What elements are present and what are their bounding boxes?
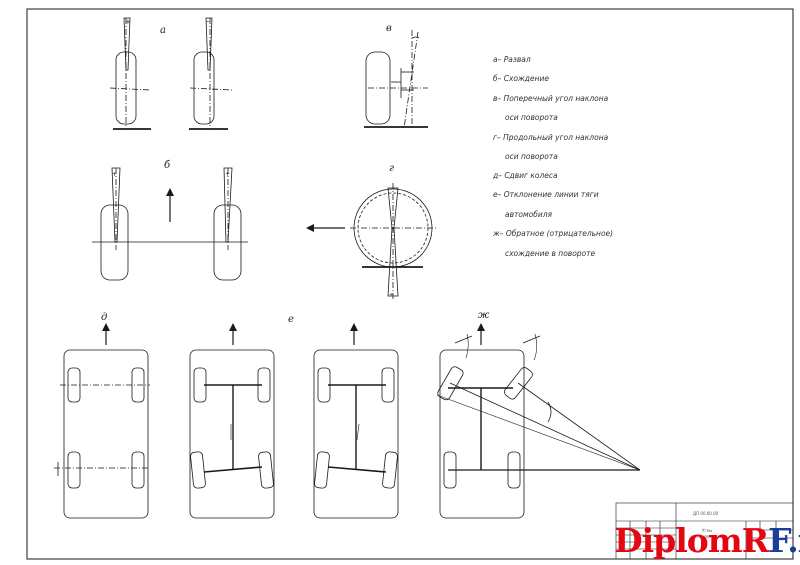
legend-item: автомобиля xyxy=(505,210,553,219)
watermark-logo: DiplomRF.ru xyxy=(614,522,800,560)
label-camber: а xyxy=(160,25,166,36)
watermark-suffix: F.ru xyxy=(768,521,800,560)
sheet-frame xyxy=(26,8,794,560)
svg-text:+: + xyxy=(225,171,230,178)
svg-text:–: – xyxy=(206,17,210,25)
title-block-code: ДП 00.00.00 xyxy=(693,511,719,516)
legend-item: д– Сдвиг колеса xyxy=(493,171,558,180)
legend-item: б– Схождение xyxy=(493,74,549,83)
svg-text:+: + xyxy=(389,292,393,298)
legend-item: а– Развал xyxy=(493,55,531,64)
title-block-name-line2: установки колес xyxy=(692,534,728,539)
legend-item: оси поворота xyxy=(505,113,558,122)
legend-item: оси поворота xyxy=(505,152,558,161)
label-kingpin-inclination: в xyxy=(386,23,392,34)
diagram-toe-out-turns xyxy=(436,323,641,519)
legend-item: г– Продольный угол наклона xyxy=(493,133,609,142)
label-toe-out-turns: ж xyxy=(478,310,490,321)
diagram-toe-in xyxy=(92,167,248,281)
title-block xyxy=(615,502,794,560)
title-block-name-line1: Углы xyxy=(702,528,713,533)
legend-item: в– Поперечный угол наклона xyxy=(493,94,609,103)
diagram-camber xyxy=(109,17,233,130)
diagram-thrust-line-2 xyxy=(313,323,399,519)
legend-item: схождение в повороте xyxy=(505,249,596,258)
label-toe-in: б xyxy=(164,160,171,171)
diagram-wheel-offset xyxy=(54,323,150,519)
diagram-kingpin-inclination xyxy=(364,30,428,129)
watermark-main: DiplomR xyxy=(614,521,769,560)
label-wheel-offset: д xyxy=(101,312,108,323)
label-thrust-line: е xyxy=(288,314,294,325)
legend-item: е– Отклонение линии тяги xyxy=(493,190,599,199)
diagram-thrust-line-1 xyxy=(189,323,275,519)
legend-item: ж– Обратное (отрицательное) xyxy=(493,229,614,238)
diagram-caster xyxy=(306,183,437,300)
label-caster: г xyxy=(389,163,395,174)
svg-text:+: + xyxy=(125,18,131,26)
svg-text:+: + xyxy=(112,171,117,178)
